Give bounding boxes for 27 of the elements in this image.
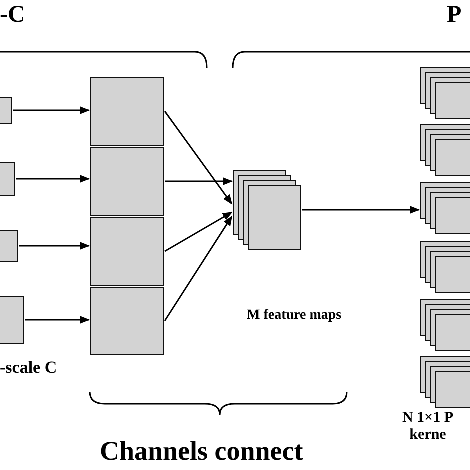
- caption: M feature maps: [247, 308, 342, 324]
- arrow: [25, 316, 90, 324]
- kernel-stack: [420, 299, 470, 351]
- caption: -scale C: [0, 358, 58, 378]
- caption: N 1×1 P kerne: [401, 410, 455, 444]
- feature-map-stack: [233, 170, 301, 250]
- kernel-stack: [420, 356, 470, 408]
- kernel-stack: [420, 124, 470, 176]
- feature-map-square: [90, 217, 164, 286]
- arrow: [302, 206, 420, 214]
- feature-map-square: [0, 296, 24, 344]
- feature-map-square: [90, 147, 164, 216]
- arrow: [164, 111, 233, 205]
- arrow: [164, 216, 233, 322]
- arrow: [19, 242, 90, 250]
- arrow: [165, 178, 233, 186]
- feature-map-square: [90, 287, 164, 355]
- section-title: P: [447, 2, 462, 30]
- kernel-stack: [420, 241, 470, 293]
- arrow: [16, 175, 90, 183]
- kernel-stack: [420, 67, 470, 119]
- arrow: [13, 106, 90, 114]
- arrow: [164, 212, 233, 252]
- section-title: -C: [0, 2, 26, 30]
- kernel-stack: [420, 182, 470, 234]
- feature-map-square: [90, 77, 164, 146]
- section-title: Channels connect: [100, 436, 304, 468]
